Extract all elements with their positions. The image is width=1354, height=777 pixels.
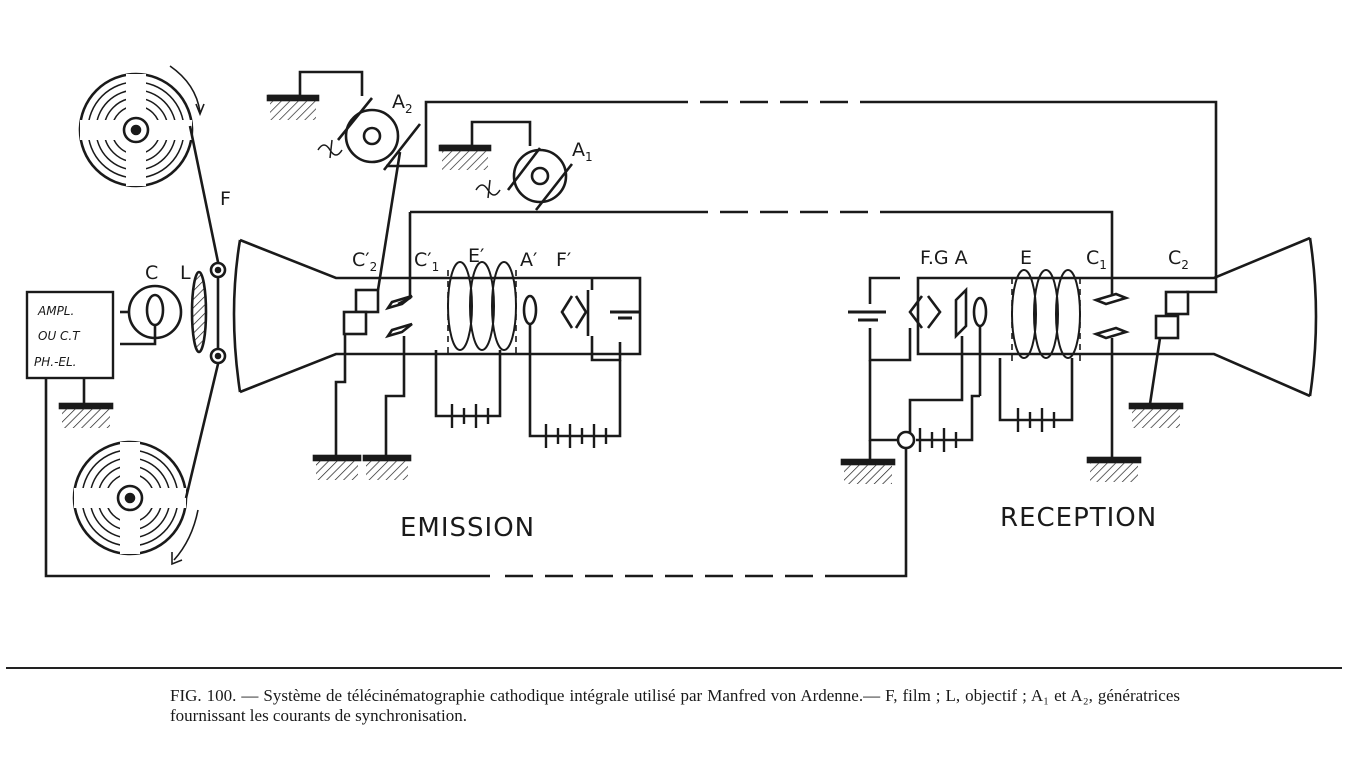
label-e-prime: E′	[468, 245, 484, 267]
label-emission: EMISSION	[400, 513, 535, 543]
label-a-prime: A′	[520, 249, 537, 271]
film-reel-top	[78, 72, 194, 188]
label-a1: A1	[572, 139, 593, 164]
emission-tube	[232, 238, 642, 394]
sync-line-bottom	[44, 378, 490, 578]
film-strip	[184, 125, 220, 499]
caption-divider	[6, 667, 1342, 669]
reception-tube	[908, 236, 1318, 398]
label-c2-prime: C′2	[352, 249, 377, 274]
figure-caption-text: FIG. 100. — Système de télécinématograph…	[170, 686, 1180, 725]
label-amp-3: PH.-EL.	[34, 355, 77, 369]
label-cell: C	[145, 262, 158, 284]
amplifier-box	[25, 290, 115, 380]
sync-line-a2	[376, 151, 402, 291]
label-c1: C1	[1086, 247, 1107, 272]
label-c2: C2	[1168, 247, 1189, 272]
film-reel-bottom	[72, 440, 188, 556]
reel-arrow-bottom	[173, 509, 199, 561]
label-reception: RECEPTION	[1000, 503, 1157, 533]
label-f-prime: F′	[556, 249, 571, 271]
lens-objective	[190, 270, 208, 354]
label-fga: F.G A	[920, 247, 968, 269]
label-a2: A2	[392, 91, 413, 116]
figure-caption: FIG. 100. — Système de télécinématograph…	[170, 686, 1180, 726]
reel-arrow-top	[169, 65, 201, 113]
label-lens: L	[180, 262, 191, 284]
label-film: F	[220, 188, 231, 210]
label-amp-2: OU C.T	[38, 329, 81, 343]
photo-cell	[120, 284, 183, 346]
label-amp-1: AMPL.	[37, 304, 74, 318]
generator-a2	[266, 70, 422, 171]
generator-a1	[438, 120, 574, 211]
label-e: E	[1020, 247, 1032, 269]
label-c1-prime: C′1	[414, 249, 439, 274]
